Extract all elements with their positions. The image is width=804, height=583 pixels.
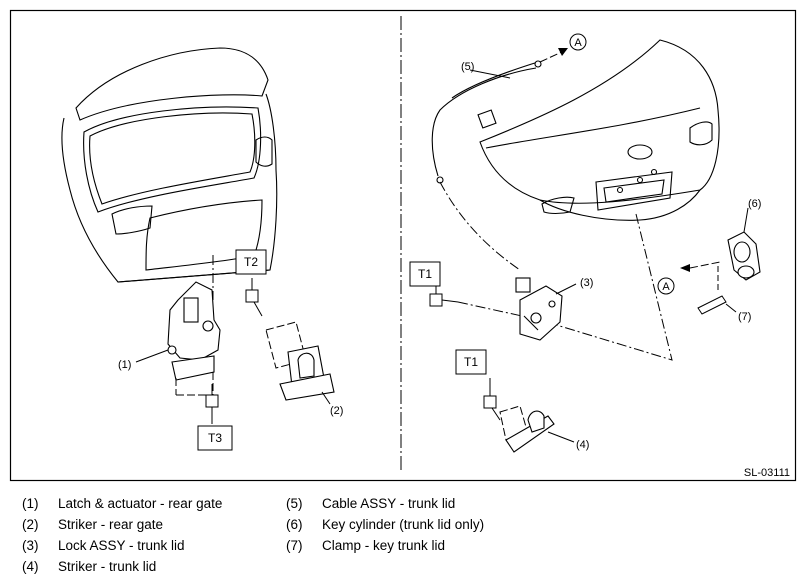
torque-box-t1-striker bbox=[455, 349, 487, 375]
legend-num: (6) bbox=[286, 517, 303, 532]
callout-1: (1) bbox=[118, 359, 131, 371]
callout-6: (6) bbox=[748, 198, 761, 210]
bolt-t2 bbox=[245, 278, 263, 317]
torque-label-t1-striker: T1 bbox=[464, 355, 478, 369]
callout-leader-2 bbox=[321, 391, 331, 405]
bolt-t1-striker bbox=[483, 378, 501, 421]
callout-leader-1 bbox=[135, 349, 169, 363]
parts-diagram: T2 T3 (1) (2) bbox=[9, 9, 797, 482]
arrow-to-view-a bbox=[558, 48, 568, 56]
leader-cable-lock bbox=[439, 181, 521, 271]
legend-num: (2) bbox=[22, 517, 39, 532]
view-marker-a-cyl bbox=[657, 277, 675, 295]
figure-id: SL-03111 bbox=[744, 467, 790, 479]
legend-text: Lock ASSY - trunk lid bbox=[58, 538, 185, 553]
torque-label-t3: T3 bbox=[208, 431, 222, 445]
leader-lid-lock bbox=[539, 213, 673, 361]
legend-num: (7) bbox=[286, 538, 303, 553]
callout-2: (2) bbox=[330, 405, 343, 417]
callout-4: (4) bbox=[576, 439, 589, 451]
leader-view-a-cyl bbox=[689, 261, 721, 269]
callout-leader-3 bbox=[555, 283, 577, 295]
bolt-t1-lock bbox=[429, 284, 459, 307]
leader-bolt-lock bbox=[457, 301, 523, 317]
lock-assy-part bbox=[515, 277, 563, 341]
callout-5: (5) bbox=[461, 61, 474, 73]
legend-text: Latch & actuator - rear gate bbox=[58, 496, 223, 511]
cable-assy-part bbox=[431, 60, 542, 184]
clamp-part bbox=[697, 295, 727, 315]
callout-3: (3) bbox=[580, 277, 593, 289]
parts-legend: (1) Latch & actuator - rear gate (2) Str… bbox=[0, 490, 804, 583]
legend-text: Clamp - key trunk lid bbox=[322, 538, 446, 553]
diagram-frame bbox=[9, 9, 797, 482]
torque-label-t1-lock: T1 bbox=[418, 267, 432, 281]
legend-num: (1) bbox=[22, 496, 39, 511]
callout-7: (7) bbox=[738, 311, 751, 323]
torque-box-t2 bbox=[235, 249, 267, 275]
callout-leader-7 bbox=[725, 303, 737, 313]
legend-text: Key cylinder (trunk lid only) bbox=[322, 517, 485, 532]
view-marker-a-cyl-label: A bbox=[662, 281, 670, 293]
legend-num: (5) bbox=[286, 496, 303, 511]
legend-text: Striker - rear gate bbox=[58, 517, 164, 532]
legend-num: (4) bbox=[22, 559, 39, 574]
arrow-view-a-cyl bbox=[680, 264, 690, 272]
callout-leader-6 bbox=[743, 207, 749, 233]
callout-leader-5 bbox=[469, 69, 511, 79]
legend-text: Striker - trunk lid bbox=[58, 559, 157, 574]
view-marker-a-top bbox=[569, 33, 587, 51]
legend-num: (3) bbox=[22, 538, 39, 553]
rear-gate-illustration bbox=[61, 47, 278, 283]
striker-trunk-part bbox=[505, 410, 555, 453]
callout-leader-4 bbox=[547, 431, 575, 443]
torque-box-t1-lock bbox=[409, 261, 441, 287]
torque-label-t2: T2 bbox=[244, 255, 258, 269]
key-cylinder-part bbox=[727, 231, 761, 281]
torque-box-t3 bbox=[197, 425, 233, 451]
bolt-t3 bbox=[205, 384, 219, 424]
striker-rear-gate-part bbox=[279, 345, 335, 401]
latch-actuator-part bbox=[167, 281, 221, 381]
legend-text: Cable ASSY - trunk lid bbox=[322, 496, 456, 511]
trunk-lid-illustration bbox=[479, 39, 720, 221]
view-marker-a-top-label: A bbox=[574, 37, 582, 49]
